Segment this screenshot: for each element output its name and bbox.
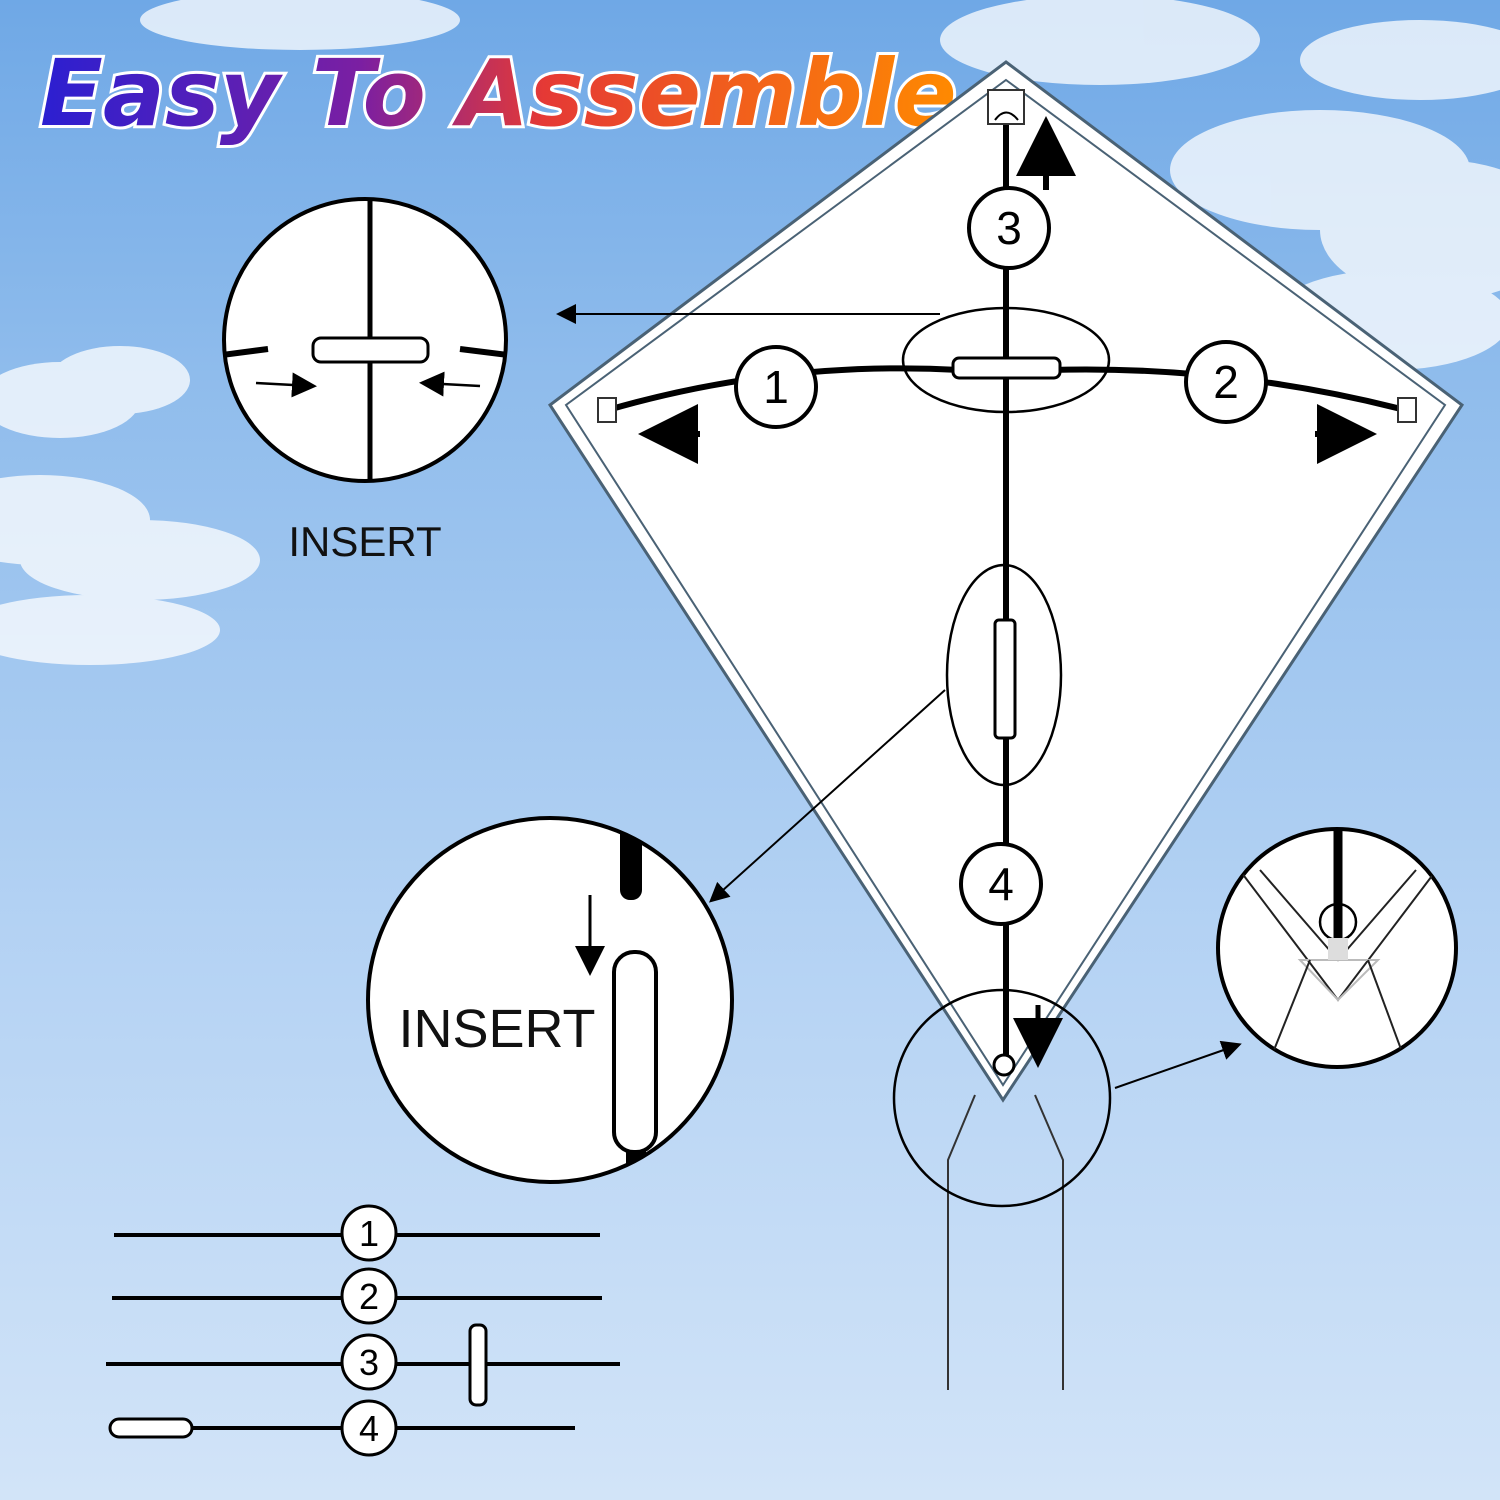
rod-1-number: 1 [359, 1213, 379, 1254]
rod-2: 2 [112, 1267, 602, 1325]
kite-number-4-label: 4 [988, 858, 1014, 910]
cross-connector-detail [222, 197, 508, 483]
left-cap [597, 397, 617, 423]
kite-number-1: 1 [734, 345, 818, 429]
center-highlight-oval [901, 306, 1111, 414]
kite-number-2-label: 2 [1213, 356, 1239, 408]
title-word-1: Easy [40, 40, 284, 147]
pointer-to-spine-detail [709, 689, 946, 903]
bottom-highlight-circle [892, 988, 1112, 1208]
kite-number-3: 3 [967, 186, 1051, 270]
spine-sleeve-detail: INSERT [366, 816, 734, 1184]
kite-number-4: 4 [959, 842, 1043, 926]
rod-2-number: 2 [359, 1276, 379, 1317]
kite-inner-edge [564, 78, 1447, 1087]
rod-1: 1 [114, 1204, 600, 1262]
rod-4: 4 [108, 1399, 575, 1457]
cross-insert-label: INSERT [288, 518, 441, 565]
title-word-3: Assemble [452, 40, 957, 147]
bottom-eyelet-detail [1216, 827, 1458, 1069]
spine-insert-label: INSERT [398, 999, 595, 1059]
title-text: Easy To Assemble [40, 40, 957, 147]
kite-number-3-label: 3 [996, 202, 1022, 254]
kite: 3 1 2 4 [547, 60, 1465, 1390]
kite-number-2: 2 [1184, 340, 1268, 424]
spine-joint-oval [945, 563, 1063, 787]
pointer-to-bottom-detail [1114, 1040, 1242, 1089]
top-cap [987, 89, 1025, 125]
rod-3-number: 3 [359, 1342, 379, 1383]
rod-3: 3 [106, 1323, 620, 1407]
rod-4-number: 4 [359, 1408, 379, 1449]
kite-tail [947, 1094, 1064, 1390]
right-cap [1397, 397, 1417, 423]
bottom-eyelet [992, 1053, 1016, 1077]
title-word-2: To [312, 40, 426, 147]
spine-sleeve [993, 618, 1017, 740]
rod-legend: 1 2 3 4 [106, 1204, 620, 1457]
kite-number-1-label: 1 [763, 361, 789, 413]
title: Easy To Assemble [37, 37, 960, 150]
center-connector [951, 356, 1062, 380]
